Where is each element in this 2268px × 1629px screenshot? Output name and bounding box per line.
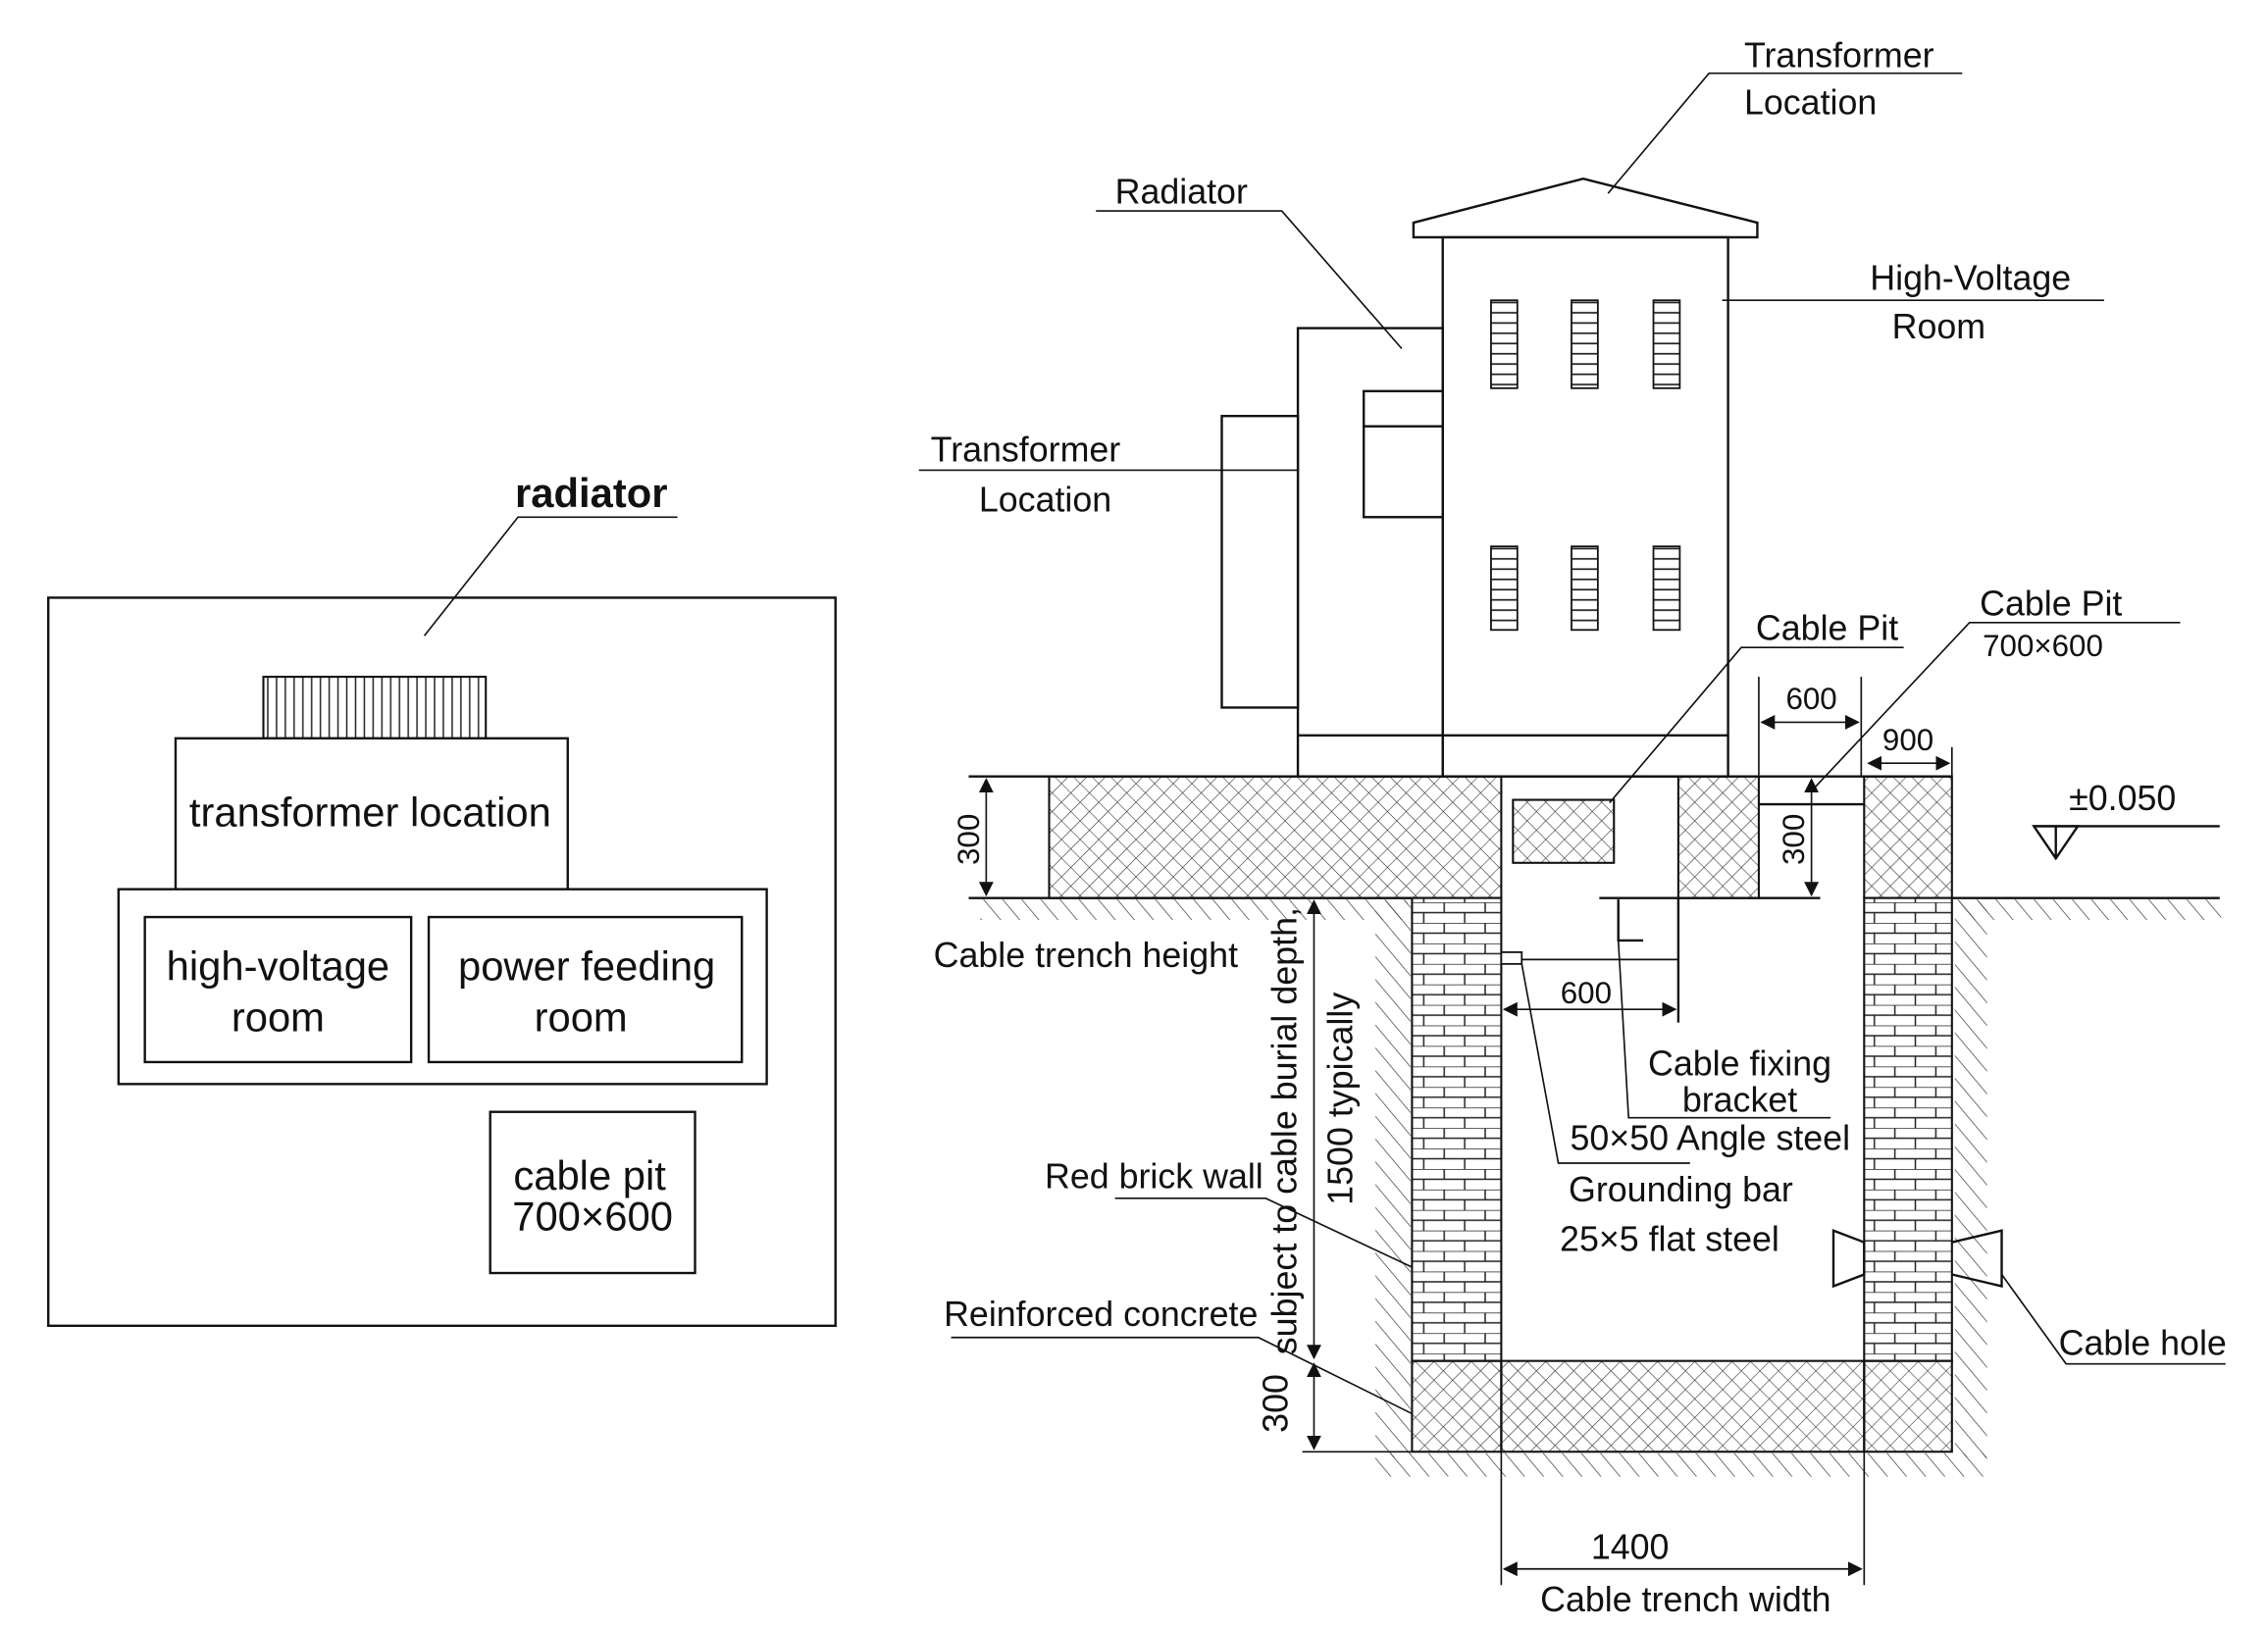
- leader-bracket: [1617, 940, 1831, 1119]
- label-transformer-side-1: Transformer: [931, 430, 1121, 469]
- soil-right: [1957, 899, 2222, 921]
- plan-pf-room-line1: power feeding: [458, 942, 715, 989]
- leader-red-brick: [1114, 1197, 1413, 1268]
- elevation-view: Transformer Location Radiator High-Volta…: [918, 36, 2104, 778]
- bottom-slab: [1411, 1359, 1953, 1453]
- label-radiator: Radiator: [1115, 173, 1248, 212]
- label-cable-fixing-2: bracket: [1682, 1081, 1797, 1120]
- radiator-panel: [1362, 389, 1444, 519]
- plan-hv-room-line1: high-voltage: [167, 942, 389, 989]
- label-red-brick-wall: Red brick wall: [1045, 1156, 1263, 1196]
- label-hv-room-1: High-Voltage: [1870, 259, 2071, 298]
- label-cable-pit-right-1: Cable Pit: [1980, 584, 2122, 623]
- dim-1500-label: 1500 typically: [1320, 993, 1360, 1205]
- label-flat-steel: 25×5 flat steel: [1560, 1220, 1779, 1259]
- leader-radiator: [1096, 210, 1403, 350]
- slab-mid: [1676, 775, 1760, 899]
- label-transformer-side-2: Location: [979, 480, 1111, 519]
- dim-900-label: 900: [1882, 723, 1933, 757]
- elevation-mark-label: ±0.050: [2069, 779, 2176, 818]
- transformer-side-box: [1220, 415, 1300, 709]
- plan-radiator-leader: [423, 516, 678, 636]
- leader-cable-pit-right: [1811, 622, 2181, 792]
- label-transformer-top-2: Location: [1744, 82, 1877, 122]
- slab-left: [1048, 775, 1503, 899]
- plan-view: radiator transformer location high-volta…: [47, 470, 837, 1327]
- slab-right: [1863, 775, 1953, 899]
- soil-right-wall: [1954, 900, 1987, 1458]
- dim-300-bottom-label: 300: [1257, 1374, 1296, 1433]
- label-cable-hole: Cable hole: [2059, 1324, 2227, 1363]
- leader-transformer-top: [1607, 72, 1963, 194]
- louvers: [1490, 299, 1681, 632]
- dim-600-top-label: 600: [1785, 682, 1836, 716]
- dim-1400-label: 1400: [1591, 1527, 1670, 1566]
- label-hv-room-2: Room: [1892, 307, 1985, 346]
- leader-grounding-bar: [1521, 963, 1690, 1164]
- plan-power-feeding-room: [427, 915, 744, 1064]
- label-cable-pit: Cable Pit: [1756, 609, 1898, 648]
- soil-bottom: [1375, 1452, 1987, 1477]
- plan-radiator-fins: [262, 676, 488, 739]
- section-view: ±0.050 300 600 900 300 600 1500 typicall…: [934, 584, 2227, 1619]
- label-cable-fixing-1: Cable fixing: [1648, 1044, 1831, 1083]
- label-grounding-bar: Grounding bar: [1569, 1170, 1793, 1209]
- plan-hv-room-line2: room: [232, 994, 325, 1041]
- soil-left: [980, 899, 1408, 921]
- cable-fixing-bracket: [1617, 899, 1644, 942]
- plan-transformer-box: [174, 737, 569, 891]
- soil-left-wall: [1375, 900, 1411, 1458]
- plan-pf-room-line2: room: [535, 994, 628, 1041]
- burial-depth-note: subject to cable burial depth,: [1265, 907, 1305, 1354]
- grounding-bar-stub: [1500, 951, 1523, 965]
- label-angle-steel: 50×50 Angle steel: [1571, 1119, 1851, 1158]
- label-reinforced-concrete: Reinforced concrete: [944, 1295, 1258, 1334]
- label-cable-pit-right-2: 700×600: [1983, 629, 2103, 663]
- label-cable-trench-height: Cable trench height: [934, 936, 1238, 975]
- roof: [1412, 177, 1759, 239]
- dim-600-bracket-label: 600: [1561, 976, 1612, 1010]
- plan-cable-pit-line2: 700×600: [512, 1194, 673, 1240]
- cable-hole-right: [1951, 1229, 2003, 1288]
- plan-cable-pit-line1: cable pit: [513, 1152, 666, 1198]
- cable-pit-symbol: [1512, 798, 1616, 864]
- leader-cable-hole: [2000, 1274, 2226, 1365]
- dim-300-left-label: 300: [952, 814, 986, 865]
- plan-high-voltage-room: [143, 915, 413, 1064]
- cable-hole-left: [1831, 1228, 1866, 1289]
- leader-reinforced-concrete: [951, 1336, 1413, 1415]
- dim-300-pit-label: 300: [1777, 814, 1811, 865]
- label-transformer-top-1: Transformer: [1744, 36, 1934, 76]
- plan-radiator-label: radiator: [515, 470, 667, 516]
- leader-cable-pit: [1609, 646, 1904, 804]
- brick-wall-left: [1411, 896, 1503, 1362]
- brick-wall-right: [1863, 896, 1953, 1362]
- cable-trench-width-label: Cable trench width: [1540, 1580, 1830, 1619]
- plan-cable-pit: [489, 1110, 696, 1275]
- plan-transformer-label: transformer location: [189, 789, 551, 835]
